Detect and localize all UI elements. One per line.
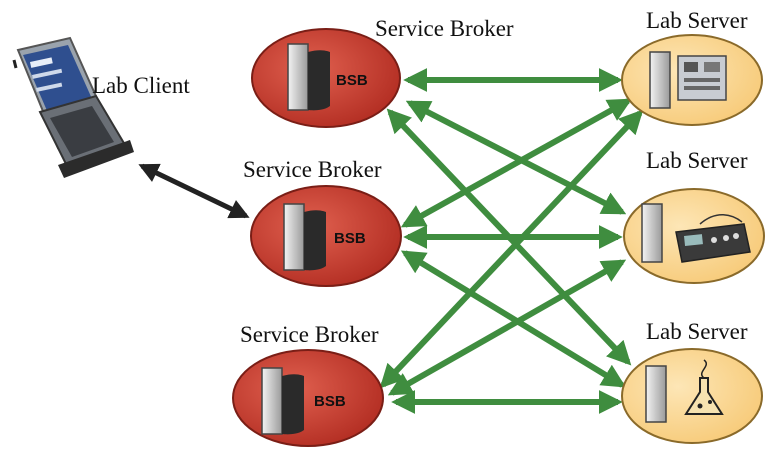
bsb-badge: BSB <box>314 393 346 410</box>
server-tower-icon <box>261 367 304 435</box>
client-broker-link <box>138 163 250 219</box>
lab-server-label: Lab Server <box>646 8 748 33</box>
server-tower-icon <box>649 51 671 109</box>
service-broker-label: Service Broker <box>243 157 382 182</box>
service-broker-3 <box>232 349 384 447</box>
lab-server-2 <box>623 188 765 284</box>
instrument-rack-icon <box>677 55 727 101</box>
oscilloscope-icon <box>675 214 751 263</box>
server-tower-icon <box>645 365 667 423</box>
chemistry-flask-icon <box>684 359 724 415</box>
lab-server-label: Lab Server <box>646 148 748 173</box>
server-tower-icon <box>283 203 326 271</box>
link-b3-s2 <box>387 259 627 396</box>
service-broker-label: Service Broker <box>375 16 514 41</box>
service-broker-2 <box>250 185 402 287</box>
server-tower-icon <box>287 43 330 111</box>
service-broker-1 <box>251 28 401 128</box>
server-tower-icon <box>641 203 663 263</box>
bsb-badge: BSB <box>334 230 366 247</box>
lab-server-label: Lab Server <box>646 319 748 344</box>
lab-server-1 <box>621 34 763 126</box>
broker-server-links <box>379 68 644 414</box>
lab-client-label: Lab Client <box>92 73 190 98</box>
lab-server-3 <box>621 348 763 444</box>
service-broker-label: Service Broker <box>240 322 379 347</box>
laptop-icon <box>12 36 134 178</box>
bsb-badge: BSB <box>336 72 368 89</box>
